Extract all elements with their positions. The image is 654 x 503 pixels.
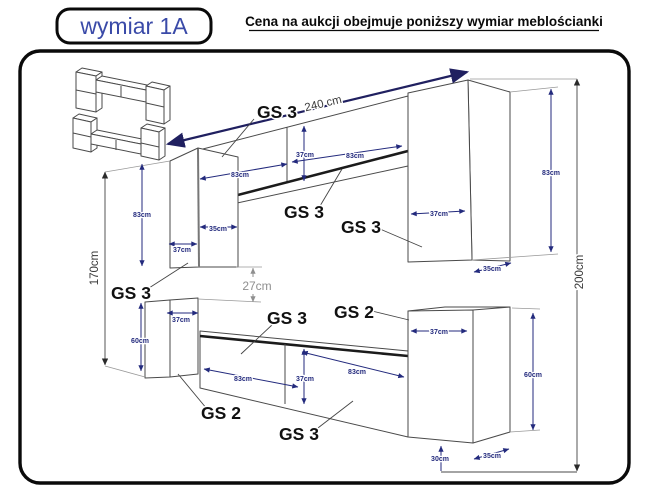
upper-left-cabinet-front — [169, 147, 200, 269]
lower-left-cabinet-side — [169, 297, 199, 378]
dim-upper-right-height: 83cm — [542, 170, 560, 177]
lower-right-cabinet-side — [472, 306, 511, 444]
unit-label-upper-right-cabinet: GS 3 — [341, 217, 381, 237]
extension-lines — [104, 78, 577, 473]
dim-floor-gap: 30cm — [431, 456, 449, 463]
dim-upper-left-width: 37cm — [173, 247, 191, 254]
unit-label-upper-shelf: GS 3 — [257, 102, 297, 122]
unit-model-labels: GS 3 GS 3 GS 3 GS 3 GS 2 GS 3 GS 2 GS 3 — [110, 101, 423, 446]
lower-left-cabinet-front — [144, 299, 171, 379]
dim-lower-right-height: 60cm — [524, 372, 542, 379]
right-height-label: 200cm — [574, 255, 586, 290]
part-dimensions: 83cm 37cm 35cm 83cm 37cm 83cm 37cm 83cm … — [130, 88, 561, 471]
unit-label-lower-right-cabinet: GS 2 — [334, 302, 374, 322]
dim-lower-left-height: 60cm — [131, 338, 149, 345]
dim-lower-bench-right: 83cm — [348, 369, 366, 376]
dim-lower-bench-height: 37cm — [296, 376, 314, 383]
dimension-variant-badge — [55, 7, 213, 45]
dim-upper-left-depth: 35cm — [209, 226, 227, 233]
unit-label-lower-bench-left: GS 3 — [267, 308, 307, 328]
lower-right-cabinet-front — [407, 309, 474, 444]
dim-lower-left-width: 37cm — [172, 317, 190, 324]
dim-lower-right-depth: 35cm — [483, 453, 501, 460]
dim-upper-left-height: 83cm — [133, 212, 151, 219]
upper-right-cabinet-side — [467, 79, 511, 262]
unit-label-upper-left-cabinet: GS 3 — [111, 283, 151, 303]
total-width-dim-line — [165, 68, 470, 148]
dim-lower-bench-left: 83cm — [234, 376, 252, 383]
dim-upper-shelf-left: 83cm — [231, 172, 249, 179]
upper-left-cabinet-side — [197, 147, 239, 268]
dim-upper-right-width: 37cm — [430, 211, 448, 218]
dim-upper-shelf-height: 37cm — [296, 152, 314, 159]
unit-label-upper-shelf-right: GS 3 — [284, 202, 324, 222]
thumbnail-lower-unit — [72, 113, 166, 161]
diagram-panel-border — [18, 49, 631, 485]
dim-upper-shelf-right: 83cm — [346, 153, 364, 160]
dim-upper-right-depth: 35cm — [483, 266, 501, 273]
row-gap-label: 27cm — [242, 279, 271, 293]
upper-right-cabinet-front — [407, 79, 473, 263]
upper-left-cabinet-edge — [197, 148, 200, 267]
unit-label-lower-bench-right: GS 3 — [279, 424, 319, 444]
dimension-variant-label: wymiar 1A — [79, 13, 188, 39]
dim-lower-right-width: 37cm — [430, 329, 448, 336]
header: wymiar 1A Cena na aukcji obejmuje poniżs… — [55, 7, 603, 45]
thumbnail-upper-unit — [75, 67, 171, 125]
unit-label-lower-left-cabinet: GS 2 — [201, 403, 241, 423]
left-height-label: 170cm — [89, 251, 101, 286]
page-title: Cena na aukcji obejmuje poniższy wymiar … — [245, 14, 603, 29]
